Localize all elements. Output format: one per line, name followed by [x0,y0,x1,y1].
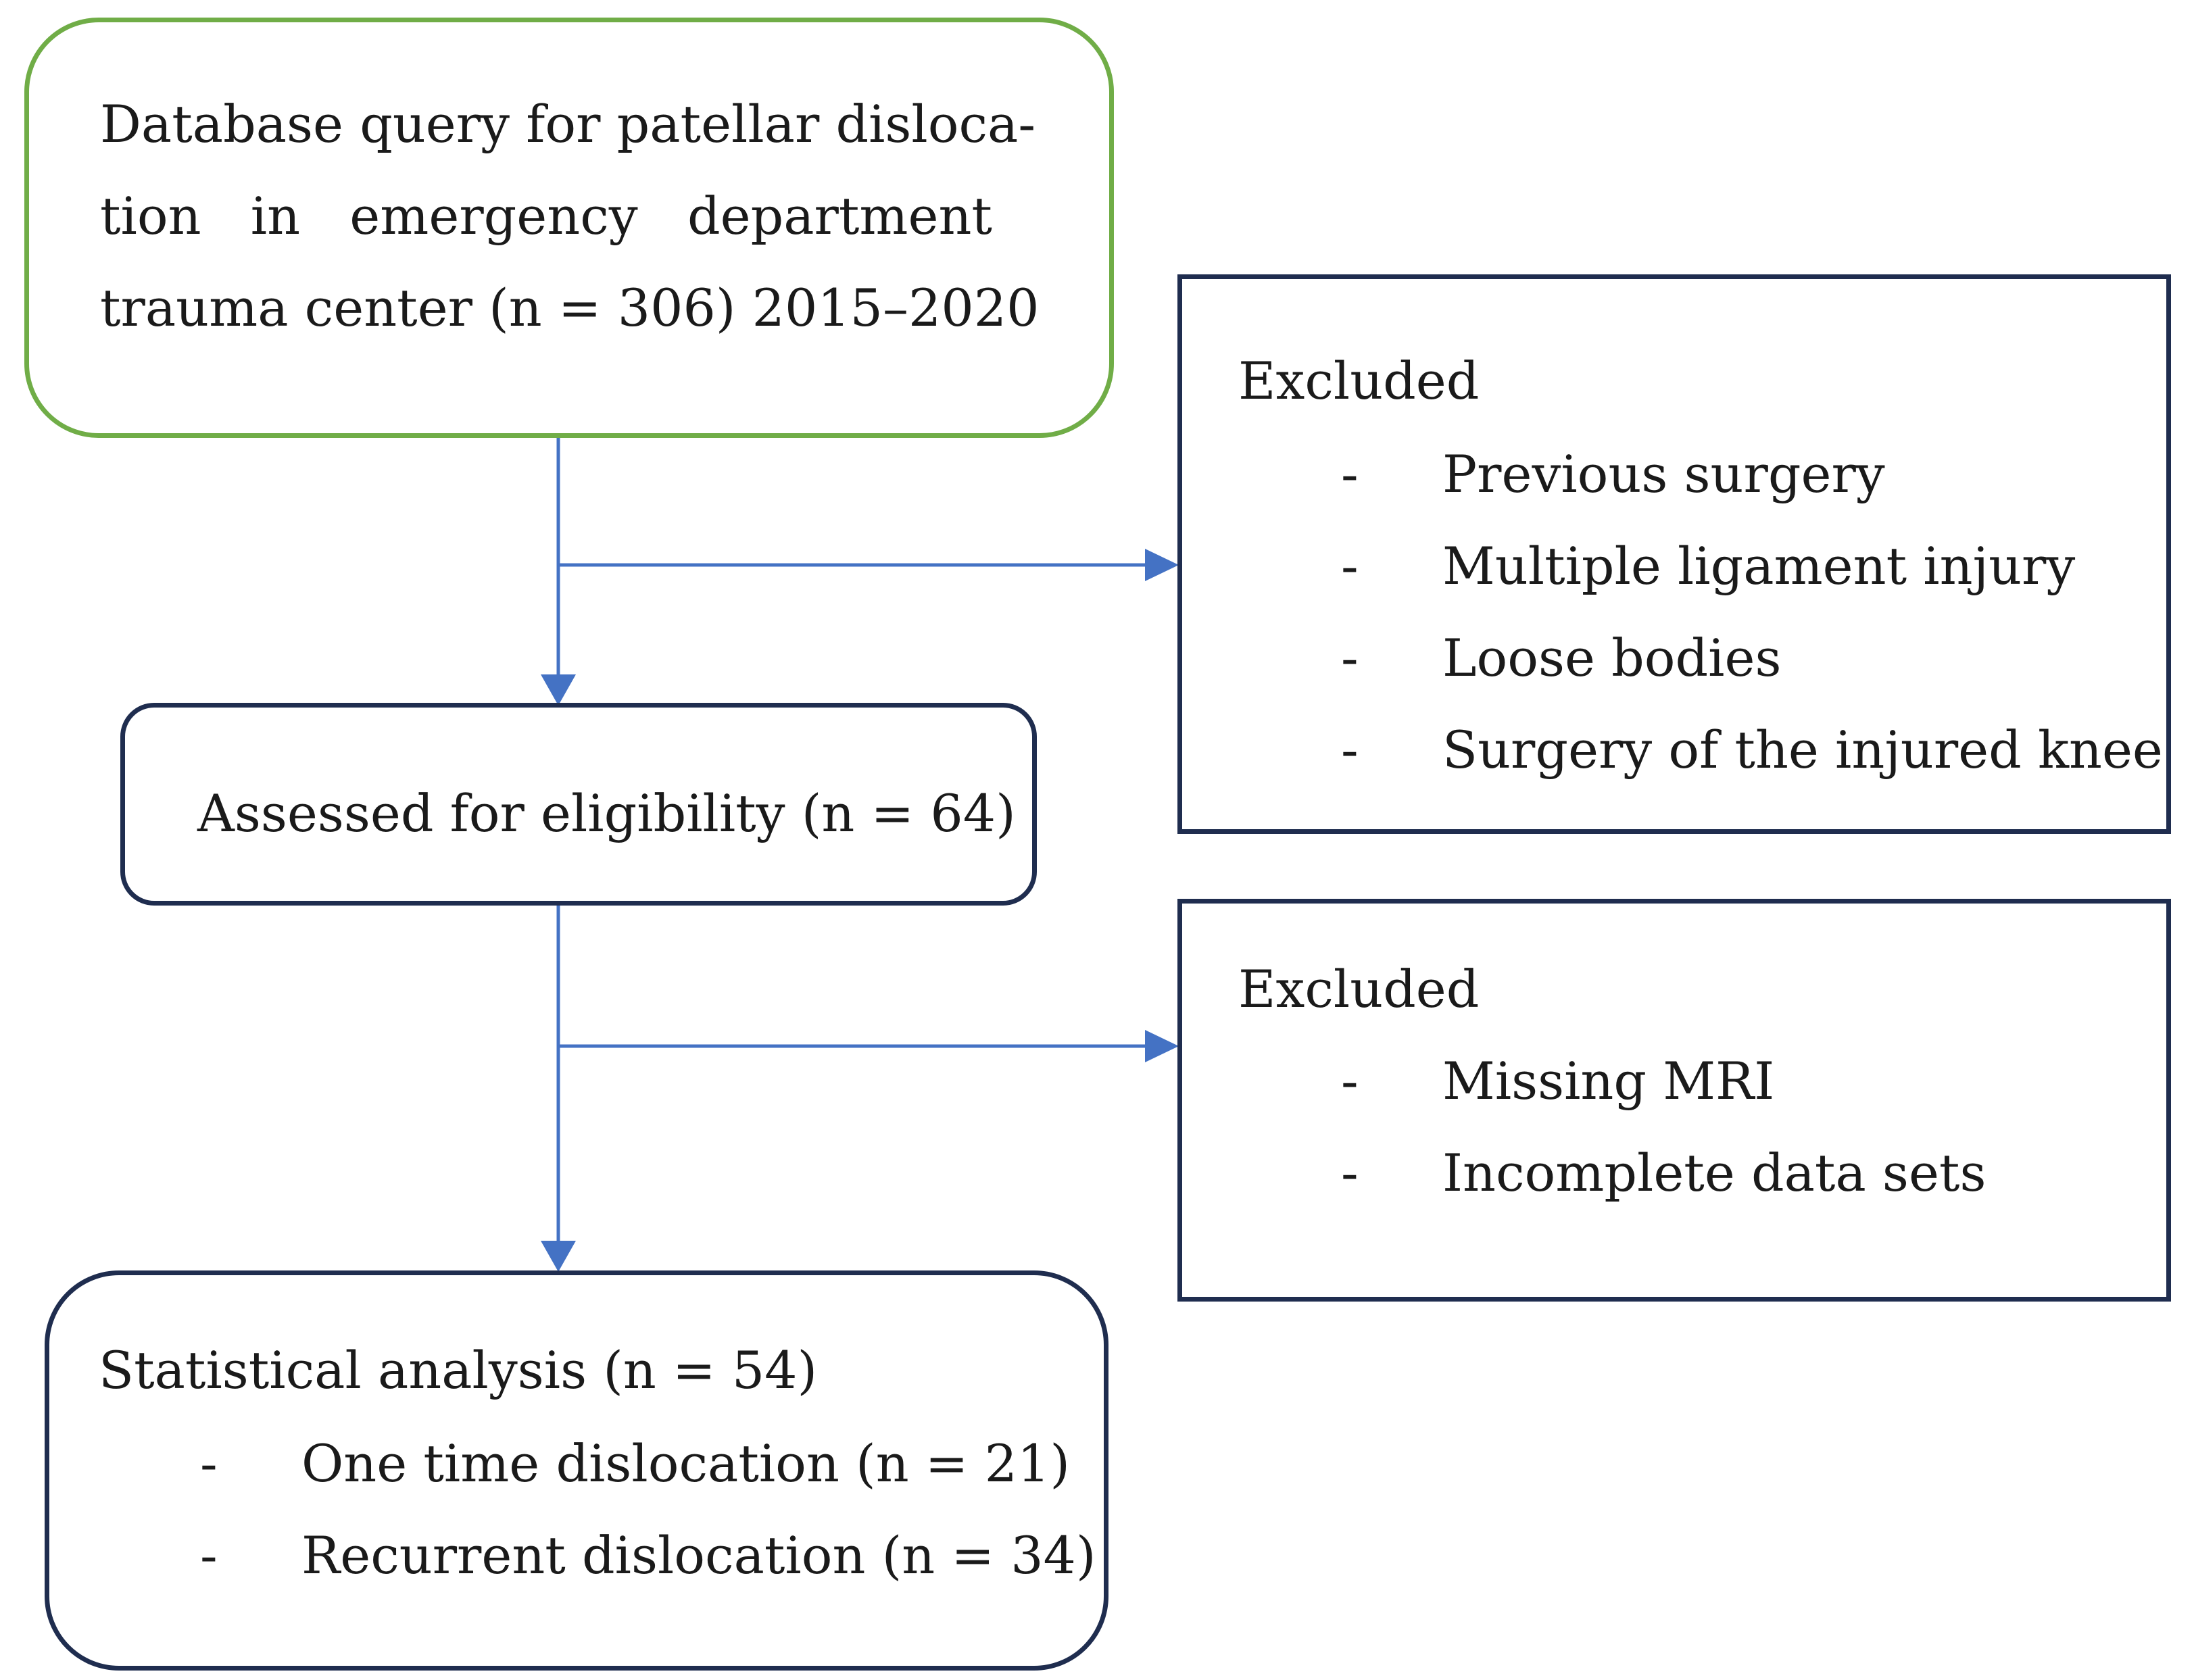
excluded-1-bullet: - [1341,444,1359,504]
database-query-word: in [250,186,301,246]
database-query-line-1: Database query for patellar disloca- [100,94,1036,154]
eligibility-text: Assessed for eligibility (n = 64) [197,783,1016,843]
excluded-2-title: Excluded [1238,959,1480,1019]
database-query-line-2: tion in emergency department [100,170,992,262]
database-query-word: tion [100,186,201,246]
excluded-1-bullet: - [1341,536,1359,596]
statistical-analysis-bullet: - [200,1525,218,1585]
database-query-word: emergency [349,186,638,246]
arrowhead-excluded-1 [1145,549,1179,581]
excluded-1-bullet: - [1341,628,1359,688]
excluded-1-item-multiple-ligament-injury: Multiple ligament injury [1442,536,2076,596]
excluded-2-bullet: - [1341,1143,1359,1203]
eligibility-box [120,703,1037,906]
statistical-analysis-bullet: - [200,1433,218,1493]
database-query-word: department [687,186,992,246]
statistical-analysis-box [45,1270,1108,1671]
statistical-analysis-item-one-time: One time dislocation (n = 21) [301,1433,1070,1493]
database-query-box [24,18,1114,438]
excluded-box-2 [1177,899,2171,1302]
excluded-2-bullet: - [1341,1051,1359,1111]
arrowhead-eligibility [541,674,576,706]
statistical-analysis-item-recurrent: Recurrent dislocation (n = 34) [301,1525,1096,1585]
excluded-box-1 [1177,274,2171,834]
excluded-2-item-incomplete-data: Incomplete data sets [1442,1143,1986,1203]
database-query-line-3: trauma center (n = 306) 2015–2020 [100,278,1040,338]
excluded-1-title: Excluded [1238,351,1480,411]
excluded-1-bullet: - [1341,720,1359,780]
excluded-1-item-surgery-injured-knee: Surgery of the injured knee [1442,720,2163,780]
excluded-1-item-previous-surgery: Previous surgery [1442,444,1885,504]
arrowhead-statistics [541,1241,576,1272]
arrowhead-excluded-2 [1145,1030,1179,1062]
excluded-1-item-loose-bodies: Loose bodies [1442,628,1782,688]
statistical-analysis-title: Statistical analysis (n = 54) [99,1340,818,1400]
excluded-2-item-missing-mri: Missing MRI [1442,1051,1775,1111]
